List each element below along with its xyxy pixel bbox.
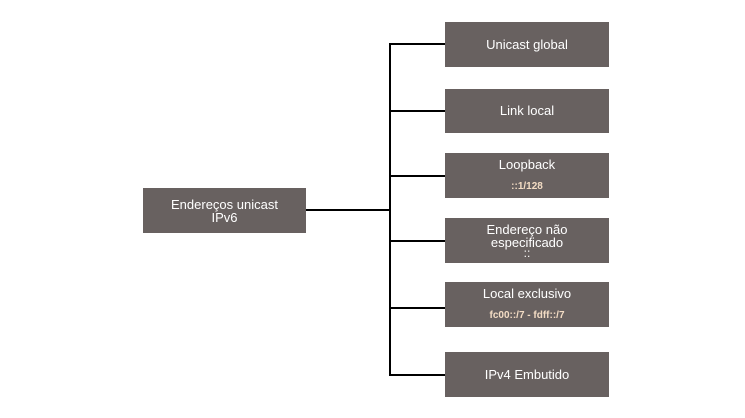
- node-loopback-label: Loopback: [498, 157, 556, 172]
- node-unique-local-range: fc00::/7 - fdff::/7: [489, 310, 565, 321]
- node-unique-local: Local exclusivo fc00::/7 - fdff::/7: [445, 282, 609, 327]
- node-unicast-global: Unicast global: [445, 22, 609, 67]
- node-unspecified-label-line2: especificado: [490, 235, 564, 250]
- node-unspecified-label-line1: Endereço não: [486, 222, 568, 237]
- node-unspecified-address: ::: [523, 246, 531, 260]
- node-loopback: Loopback ::1/128: [445, 153, 609, 198]
- root-node-ipv6-unicast: Endereços unicast IPv6: [143, 188, 306, 233]
- root-node-label-line2: IPv6: [211, 209, 238, 225]
- node-unspecified-address: Endereço não especificado ::: [445, 218, 609, 263]
- node-link-local: Link local: [445, 89, 609, 133]
- root-node-label-line1: Endereços unicast: [171, 196, 278, 212]
- node-ipv4-embedded-label: IPv4 Embutido: [484, 366, 570, 382]
- node-loopback-address: ::1/128: [511, 181, 543, 192]
- node-ipv4-embedded: IPv4 Embutido: [445, 352, 609, 397]
- node-unique-local-label: Local exclusivo: [482, 286, 572, 301]
- node-link-local-label: Link local: [499, 103, 555, 118]
- node-unicast-global-label: Unicast global: [486, 36, 568, 52]
